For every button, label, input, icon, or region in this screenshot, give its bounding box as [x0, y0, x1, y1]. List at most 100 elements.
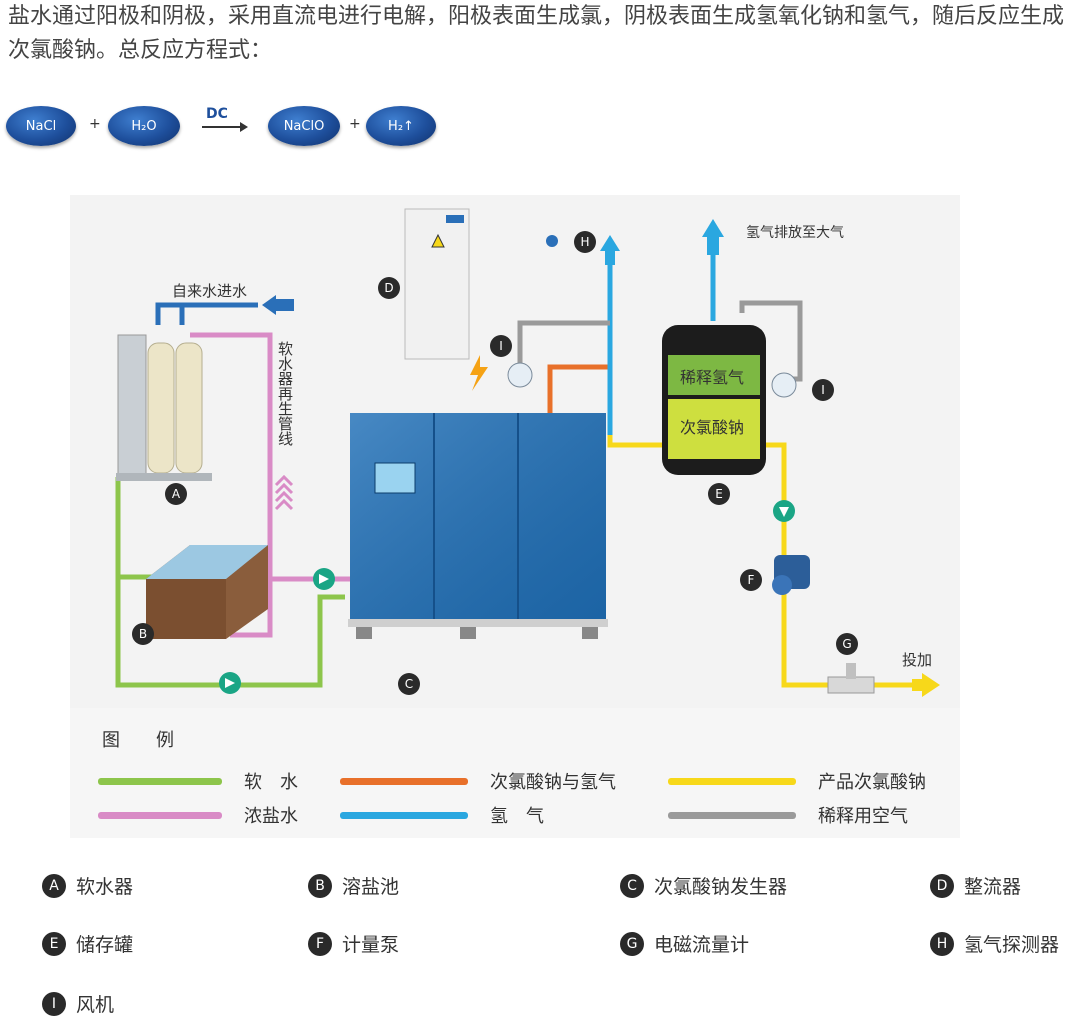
- output-arrow-icon: [922, 673, 940, 697]
- tank-upper-label: 稀释氢气: [680, 368, 744, 387]
- marker-c: C: [398, 673, 420, 695]
- component-key-item: I 风机: [42, 990, 114, 1017]
- legend-swatch: [98, 811, 222, 819]
- marker-a: A: [165, 483, 187, 505]
- reaction-arrow: [202, 122, 248, 132]
- plus-sign: +: [349, 116, 361, 132]
- component-key-item: C 次氯酸钠发生器: [620, 872, 787, 899]
- air-pipe: [517, 320, 610, 367]
- marker-g: G: [836, 633, 858, 655]
- component-letter: H: [930, 931, 954, 956]
- lightning-icon: [470, 355, 488, 391]
- reactant-nacl: NaCl: [6, 106, 76, 146]
- tap-water-pipe: [155, 302, 258, 325]
- regen-line-label: 软水器再生管线: [276, 341, 294, 446]
- legend-swatch: [668, 777, 796, 785]
- plus-sign: +: [89, 116, 101, 132]
- legend-swatch: [98, 777, 222, 785]
- component-letter: A: [42, 873, 66, 898]
- rectifier: [404, 208, 470, 360]
- component-key-item: F 计量泵: [308, 930, 399, 957]
- reaction-condition: DC: [206, 106, 228, 122]
- inlet-arrow-icon: [262, 295, 276, 315]
- component-name: 氢气探测器: [964, 934, 1060, 956]
- inlet-arrow-icon: [276, 299, 294, 311]
- component-letter: F: [308, 931, 332, 956]
- tank-lower-label: 次氯酸钠: [680, 418, 744, 437]
- component-name: 整流器: [964, 876, 1022, 898]
- legend-swatch: [340, 777, 468, 785]
- process-diagram-svg: 自来水进水 氢气排放至大气 投加 稀释氢气 次氯酸钠: [115, 208, 940, 697]
- air-pipe: [739, 300, 803, 382]
- component-name: 储存罐: [76, 934, 134, 956]
- legend-item: 稀释用空气: [668, 802, 908, 828]
- legend-label: 产品次氯酸钠: [818, 772, 926, 793]
- legend-item: 次氯酸钠与氢气: [340, 768, 616, 794]
- hydrogen-detector-icon: [546, 235, 558, 247]
- component-key-item: A 软水器: [42, 872, 133, 899]
- output-arrow-icon: [912, 679, 922, 691]
- electromagnetic-flowmeter: [827, 663, 875, 694]
- reaction-equation: NaCl + H₂O DC NaClO + H₂↑: [0, 98, 460, 154]
- product-pipe: [607, 435, 668, 448]
- vent-arrow-icon: [702, 219, 724, 237]
- component-name: 风机: [76, 994, 115, 1016]
- component-name: 电磁流量计: [654, 934, 750, 956]
- marker-i: I: [490, 335, 512, 357]
- naclo-h2-pipe: [547, 364, 610, 415]
- storage-tank: [662, 325, 766, 475]
- output-label: 投加: [902, 651, 932, 669]
- legend-label: 稀释用空气: [818, 806, 908, 827]
- component-name: 软水器: [76, 876, 134, 898]
- legend-item: 氢 气: [340, 802, 544, 828]
- legend-title: 图例: [102, 730, 210, 751]
- legend-swatch: [668, 811, 796, 819]
- water-softener: [116, 334, 212, 481]
- flow-arrow-icon: [319, 574, 329, 584]
- vent-arrow-icon: [600, 235, 620, 251]
- sodium-hypochlorite-generator: [348, 413, 608, 639]
- legend-item: 浓盐水: [98, 802, 298, 828]
- soft-water-pipe: [115, 477, 345, 688]
- flow-arrow-icon: [225, 678, 235, 688]
- component-key-item: G 电磁流量计: [620, 930, 749, 957]
- component-key-item: E 储存罐: [42, 930, 133, 957]
- legend-swatch: [340, 811, 468, 819]
- intro-paragraph: 盐水通过阳极和阴极，采用直流电进行电解，阳极表面生成氯，阴极表面生成氢氧化钠和氢…: [8, 4, 1065, 63]
- marker-b: B: [132, 623, 154, 645]
- marker-d: D: [378, 277, 400, 299]
- vent-arrow-icon: [605, 251, 615, 265]
- marker-i: I: [812, 379, 834, 401]
- component-letter: B: [308, 873, 332, 898]
- brine-pipe: [190, 332, 273, 638]
- brine-tank: [146, 545, 268, 639]
- legend-item: 产品次氯酸钠: [668, 768, 926, 794]
- marker-e: E: [708, 483, 730, 505]
- component-key-item: H 氢气探测器: [930, 930, 1059, 957]
- component-letter: E: [42, 931, 66, 956]
- regen-chevron-icon: [274, 474, 294, 511]
- component-key-item: D 整流器: [930, 872, 1021, 899]
- product-hydrogen: H₂↑: [366, 106, 436, 146]
- flow-arrow-icon: [779, 507, 789, 517]
- legend-label: 软 水: [244, 772, 298, 793]
- legend: 图例 软 水 次氯酸钠与氢气 产品次氯酸钠 浓盐水 氢 气 稀释用空气: [70, 708, 960, 838]
- component-letter: G: [620, 931, 644, 956]
- reactant-water: H₂O: [108, 106, 180, 146]
- component-name: 次氯酸钠发生器: [654, 876, 788, 898]
- component-letter: D: [930, 873, 954, 898]
- h2-vent-label: 氢气排放至大气: [746, 225, 844, 241]
- legend-label: 浓盐水: [244, 806, 298, 827]
- tap-water-label: 自来水进水: [172, 282, 247, 300]
- blower-fan: [507, 362, 797, 398]
- legend-label: 氢 气: [490, 806, 544, 827]
- component-name: 溶盐池: [342, 876, 400, 898]
- marker-h: H: [574, 231, 596, 253]
- legend-label: 次氯酸钠与氢气: [490, 772, 616, 793]
- component-key-item: B 溶盐池: [308, 872, 399, 899]
- metering-pump: [772, 555, 810, 595]
- component-letter: I: [42, 991, 66, 1016]
- marker-f: F: [740, 569, 762, 591]
- vent-arrow-icon: [707, 237, 719, 255]
- component-name: 计量泵: [342, 934, 400, 956]
